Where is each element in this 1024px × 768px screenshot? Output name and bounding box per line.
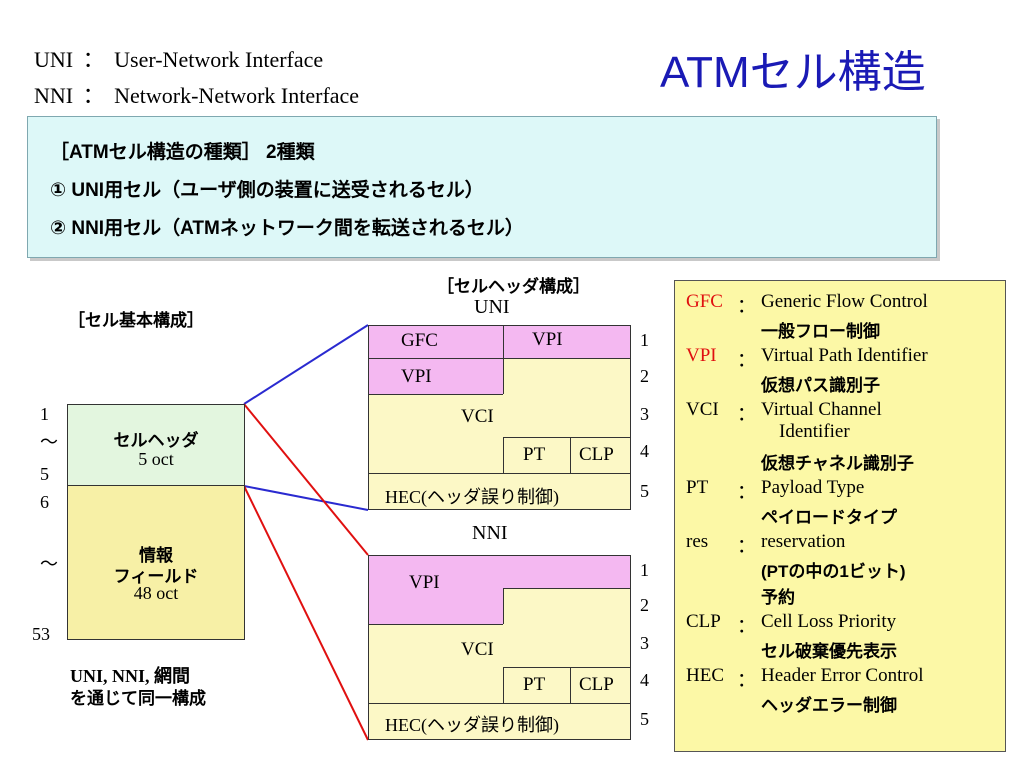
abbr-sep: ：: [82, 83, 105, 108]
types-item-uni: ① UNI用セル（ユーザ側の装置に送受されるセル）: [50, 180, 484, 201]
types-item-nni: ② NNI用セル（ATMネットワーク間を転送されるセル）: [50, 218, 524, 239]
nni-connector-bottom: [243, 485, 369, 741]
legend-sep: ：: [737, 616, 757, 637]
info-field-name-2: フィールド: [113, 567, 199, 586]
uni-connector-bottom: [243, 485, 369, 511]
abbr-sep: ：: [82, 47, 105, 72]
abbreviation-uni: UNI ： User-Network Interface: [34, 42, 323, 74]
nni-clp-field: CLP: [579, 674, 614, 695]
legend-sep: ：: [737, 536, 757, 557]
nni-row-number: 5: [640, 709, 649, 729]
legend-en: Header Error Control: [761, 665, 924, 686]
row-number: 1: [40, 404, 49, 424]
nni-vci-field: VCI: [461, 639, 494, 660]
uni-connector-top: [243, 324, 369, 405]
nni-row-number: 4: [640, 670, 649, 690]
abbr-value: Network-Network Interface: [114, 83, 360, 108]
legend-en: Generic Flow Control: [761, 291, 928, 312]
cell-header-size: 5 oct: [138, 449, 174, 469]
uni-vpi-field-upper: VPI: [532, 329, 563, 350]
uni-row-number: 2: [640, 366, 649, 386]
legend-en: Virtual Path Identifier: [761, 345, 928, 366]
legend-abbr-clp: CLP: [686, 611, 721, 632]
legend-en-cont: Identifier: [779, 421, 850, 442]
uni-header-block: GFC VPI VPI VCI PT CLP HEC(ヘッダ誤り制御): [368, 325, 631, 510]
uni-row-number: 5: [640, 481, 649, 501]
legend-abbr-res: res: [686, 531, 709, 552]
info-field-size: 48 oct: [133, 583, 179, 603]
uni-row-number: 1: [640, 330, 649, 350]
legend-en: Cell Loss Priority: [761, 611, 897, 632]
cell-header-name: セルヘッダ: [113, 431, 199, 450]
legend-en: reservation: [761, 531, 846, 552]
legend-abbr-hec: HEC: [686, 665, 724, 686]
uni-pt-field: PT: [523, 444, 546, 465]
legend-jp: ペイロードタイプ: [761, 508, 897, 527]
nni-connector-top: [243, 403, 369, 556]
page-title: ATMセル構造: [660, 48, 926, 97]
basic-note-1: UNI, NNI, 網間: [70, 666, 191, 686]
nni-pt-field: PT: [523, 674, 546, 695]
basic-structure-label: ［セル基本構成］: [68, 311, 204, 330]
uni-hec-field: HEC(ヘッダ誤り制御): [385, 487, 559, 507]
nni-vpi-field: VPI: [409, 572, 440, 593]
types-heading: ［ATMセル構造の種類］ 2種類: [50, 142, 315, 163]
legend-sep: ：: [737, 670, 757, 691]
row-number: 6: [40, 492, 49, 512]
abbreviation-legend: GFC ： Generic Flow Control 一般フロー制御 VPI ：…: [674, 280, 1006, 752]
legend-jp: セル破棄優先表示: [761, 642, 897, 661]
legend-abbr-pt: PT: [686, 477, 709, 498]
legend-jp: 仮想パス識別子: [761, 376, 880, 395]
basic-note-2: を通じて同一構成: [70, 689, 206, 708]
cell-types-box: ［ATMセル構造の種類］ 2種類 ① UNI用セル（ユーザ側の装置に送受されるセ…: [27, 116, 937, 258]
header-config-label: ［セルヘッダ構成］: [437, 277, 590, 296]
legend-en-cont: (PTの中の1ビット): [761, 562, 906, 581]
nni-row-number: 2: [640, 595, 649, 615]
abbreviation-nni: NNI ： Network-Network Interface: [34, 78, 359, 110]
uni-vpi-field-lower: VPI: [401, 366, 432, 387]
uni-clp-field: CLP: [579, 444, 614, 465]
uni-gfc-field: GFC: [401, 330, 438, 351]
legend-sep: ：: [737, 350, 757, 371]
legend-jp: ヘッダエラー制御: [761, 696, 897, 715]
uni-vci-field: VCI: [461, 406, 494, 427]
nni-hec-field: HEC(ヘッダ誤り制御): [385, 715, 559, 735]
abbr-key: UNI: [34, 47, 74, 72]
nni-header-block: VPI VCI PT CLP HEC(ヘッダ誤り制御): [368, 555, 631, 740]
legend-jp: 一般フロー制御: [761, 322, 880, 341]
range-tilde: 〜: [40, 432, 58, 452]
legend-jp: 予約: [761, 588, 795, 607]
legend-sep: ：: [737, 482, 757, 503]
nni-label: NNI: [472, 522, 508, 544]
uni-label: UNI: [474, 296, 510, 318]
legend-sep: ：: [737, 296, 757, 317]
range-tilde: 〜: [40, 554, 58, 574]
legend-abbr-vci: VCI: [686, 399, 719, 420]
uni-row-number: 3: [640, 404, 649, 424]
info-field-name-1: 情報: [139, 546, 173, 565]
legend-abbr-gfc: GFC: [686, 291, 723, 312]
legend-en: Virtual Channel: [761, 399, 882, 420]
cell-header-block: セルヘッダ 5 oct: [67, 404, 245, 486]
nni-row-number: 1: [640, 560, 649, 580]
abbr-key: NNI: [34, 83, 74, 108]
row-number: 53: [32, 624, 50, 644]
legend-abbr-vpi: VPI: [686, 345, 717, 366]
info-field-block: 情報 フィールド 48 oct: [67, 485, 245, 640]
nni-row-number: 3: [640, 633, 649, 653]
legend-sep: ：: [737, 404, 757, 425]
abbr-value: User-Network Interface: [114, 47, 324, 72]
legend-jp: 仮想チャネル識別子: [761, 454, 914, 473]
row-number: 5: [40, 464, 49, 484]
uni-row-number: 4: [640, 441, 649, 461]
legend-en: Payload Type: [761, 477, 865, 498]
